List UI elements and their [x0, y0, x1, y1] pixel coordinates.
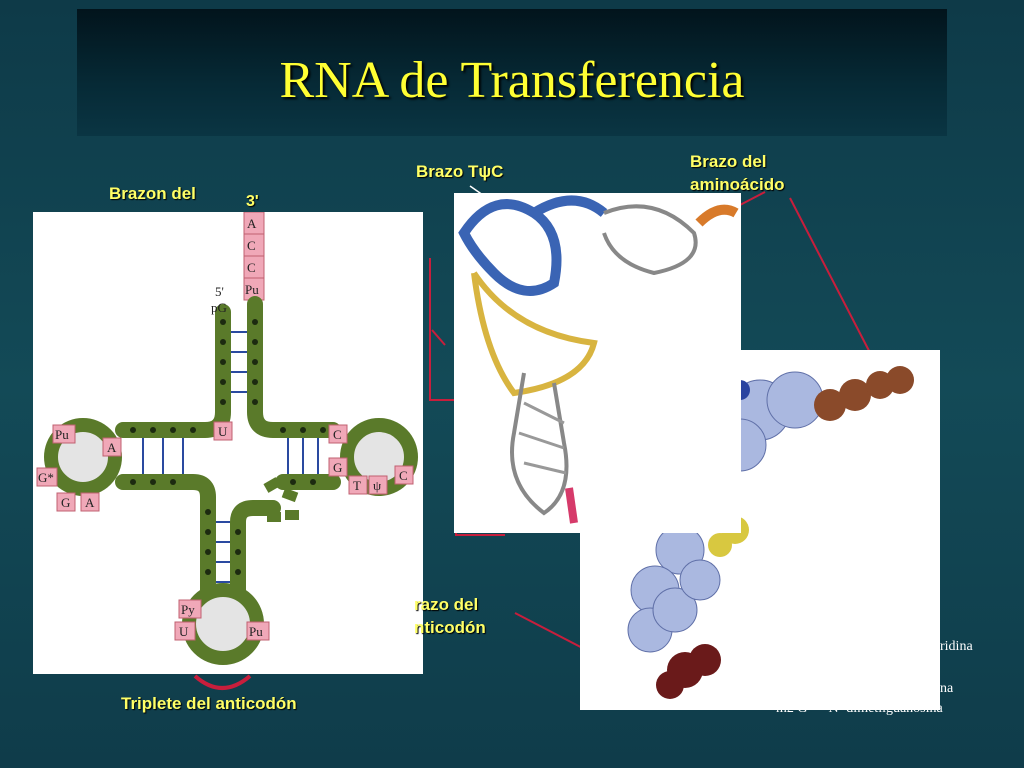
five-prime: 5': [215, 284, 224, 299]
ribbon-model: [458, 195, 739, 524]
base-right-C: C: [333, 427, 342, 442]
base-left-pu: Pu: [55, 427, 69, 442]
ribbon-panel: [454, 193, 741, 533]
slide-title: RNA de Transferencia: [279, 52, 745, 109]
footnote-1: ridina: [940, 639, 973, 654]
label-brazon-aminoacido: Brazon del: [109, 184, 196, 203]
label-triplete: Triplete del anticodón: [121, 694, 297, 713]
cloverleaf-diagram: A C C Pu 5' pG U Pu A G* G A C G T ψ C P…: [36, 212, 418, 665]
footnote-3: m2 G — N² dimetilguanosina: [776, 701, 943, 716]
label-brazo-anticodon-1: razo del: [414, 595, 479, 614]
label-brazo-anticodon-2: nticodón: [414, 618, 486, 637]
base-anti-Py: Py: [181, 602, 195, 617]
base-right-psi: ψ: [373, 478, 381, 493]
label-brazo-aminoacido-1: Brazo del: [690, 152, 767, 171]
base-acceptor-3: C: [247, 260, 256, 275]
title-bar: RNA de Transferencia: [77, 9, 947, 136]
label-three-prime: 3': [246, 193, 259, 210]
base-left-gstar: G*: [38, 470, 54, 485]
base-anti-U: U: [179, 624, 189, 639]
cloverleaf-panel: A C C Pu 5' pG U Pu A G* G A C G T ψ C P…: [33, 212, 423, 674]
base-acceptor-2: C: [247, 238, 256, 253]
base-acceptor-4: Pu: [245, 282, 259, 297]
label-brazo-aminoacido-2: aminoácido: [690, 175, 785, 194]
base-right-G: G: [333, 460, 342, 475]
base-left-G: G: [61, 495, 70, 510]
base-U: U: [218, 424, 228, 439]
base-left-A: A: [107, 440, 117, 455]
base-anti-Pu: Pu: [249, 624, 263, 639]
label-brazo-tpsic: Brazo TψC: [416, 162, 504, 181]
base-left-A2: A: [85, 495, 95, 510]
base-acceptor-1: A: [247, 216, 257, 231]
base-right-T: T: [353, 478, 361, 493]
footnote-2: na: [940, 681, 954, 696]
base-pG: pG: [211, 300, 227, 315]
base-right-C2: C: [399, 468, 408, 483]
